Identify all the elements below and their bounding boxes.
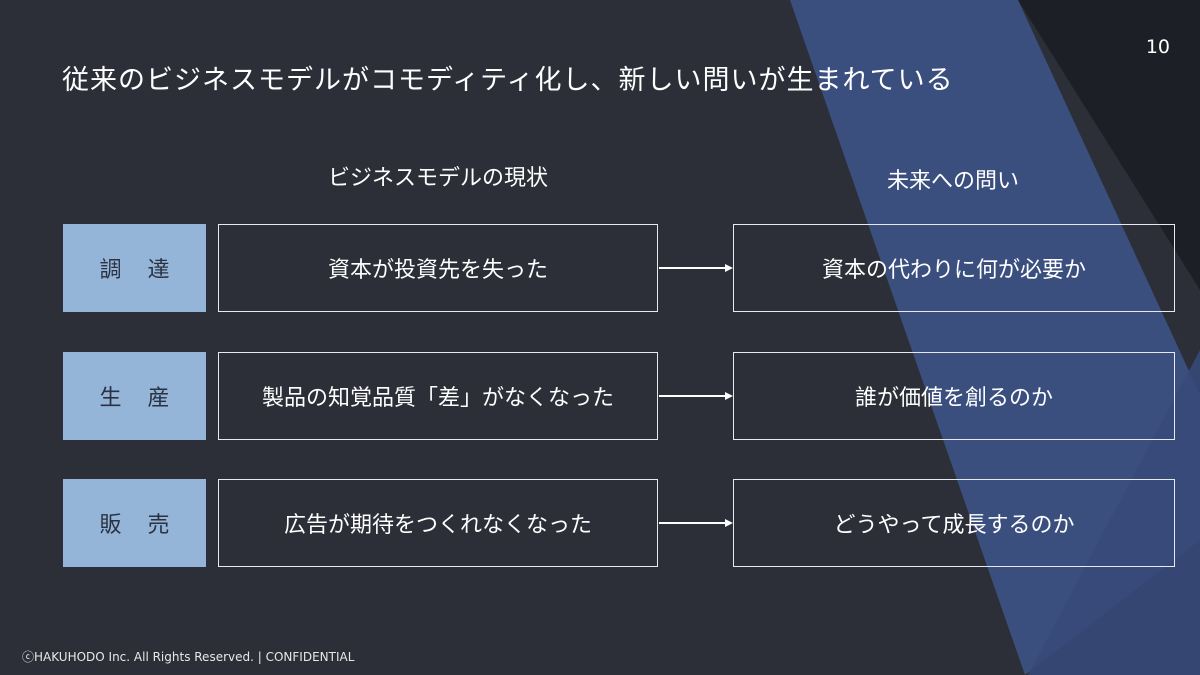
future-question-box: 資本の代わりに何が必要か bbox=[733, 224, 1175, 312]
arrow-right-icon bbox=[659, 264, 733, 272]
future-question-box: どうやって成長するのか bbox=[733, 479, 1175, 567]
future-question-box: 誰が価値を創るのか bbox=[733, 352, 1175, 440]
blue-diagonal-band bbox=[790, 0, 1200, 675]
current-status-box: 広告が期待をつくれなくなった bbox=[218, 479, 658, 567]
current-status-box: 資本が投資先を失った bbox=[218, 224, 658, 312]
blue-corner-shape bbox=[1028, 350, 1200, 675]
slide-title: 従来のビジネスモデルがコモディティ化し、新しい問いが生まれている bbox=[62, 65, 954, 96]
dark-corner-shape bbox=[1018, 0, 1200, 290]
page-number: 10 bbox=[1145, 36, 1170, 58]
row-label: 調達 bbox=[63, 224, 206, 312]
arrow-right-icon bbox=[659, 519, 733, 527]
column-header-future: 未来への問い bbox=[886, 169, 1019, 194]
row-sales: 販売 広告が期待をつくれなくなった どうやって成長するのか bbox=[63, 479, 1175, 567]
row-label: 生産 bbox=[63, 352, 206, 440]
copyright-footer: ⓒHAKUHODO Inc. All Rights Reserved. | CO… bbox=[22, 650, 355, 664]
row-label: 販売 bbox=[63, 479, 206, 567]
current-status-box: 製品の知覚品質「差」がなくなった bbox=[218, 352, 658, 440]
row-production: 生産 製品の知覚品質「差」がなくなった 誰が価値を創るのか bbox=[63, 352, 1175, 440]
row-procurement: 調達 資本が投資先を失った 資本の代わりに何が必要か bbox=[63, 224, 1175, 312]
arrow-right-icon bbox=[659, 392, 733, 400]
column-header-current: ビジネスモデルの現状 bbox=[327, 166, 548, 191]
